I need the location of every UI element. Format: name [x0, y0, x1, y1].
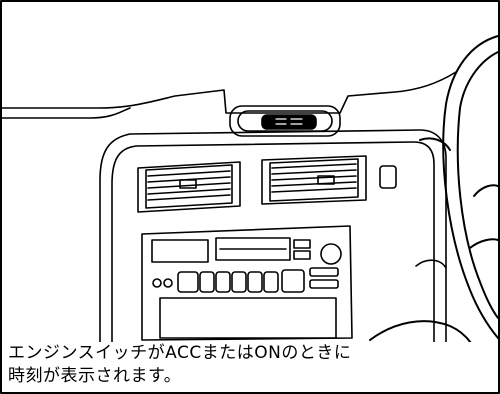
audio-unit	[141, 225, 353, 341]
clock-display	[261, 114, 317, 130]
dashboard-lower-edge	[0, 107, 131, 119]
audio-tape-slot	[215, 237, 291, 261]
volume-knob	[320, 243, 342, 265]
audio-display-left	[151, 239, 209, 263]
lower-console-panel	[159, 297, 337, 339]
console-outer-shell	[99, 129, 447, 371]
wiper-lever	[415, 259, 447, 269]
caption-line-1: エンジンスイッチがACCまたはONのときに	[8, 343, 352, 363]
caption: エンジンスイッチがACCまたはONのときに 時刻が表示されます。	[8, 342, 496, 388]
right-air-vent	[261, 155, 367, 205]
caption-line-2: 時刻が表示されます。	[8, 366, 182, 386]
hazard-button	[379, 165, 397, 189]
console-inner-shell	[111, 141, 435, 371]
left-air-vent	[137, 161, 241, 213]
clock-housing	[229, 105, 341, 137]
dashboard-top-edge	[0, 71, 457, 114]
